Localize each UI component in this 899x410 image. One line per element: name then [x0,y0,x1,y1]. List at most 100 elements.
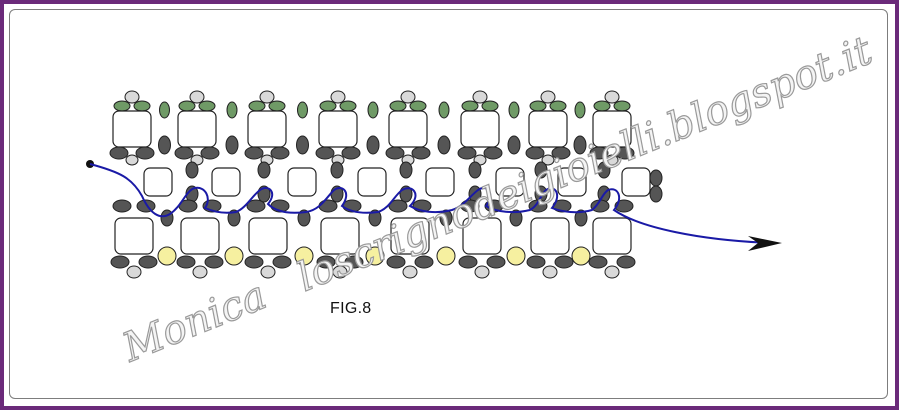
bead-dark [573,135,587,155]
bead-green [409,100,427,112]
bead-light [605,154,619,166]
square-bead [495,167,525,197]
bead-green [226,101,238,119]
bead-dark [574,209,588,227]
bead-dark [526,255,546,269]
bead-dark [399,161,413,179]
bead-green [438,101,450,119]
bead-dark [225,135,239,155]
bead-dark [244,146,264,160]
square-bead [425,167,455,197]
bead-dark [589,146,609,160]
square-bead [462,217,502,255]
square-bead [247,110,287,148]
thread-path-group [86,160,782,251]
bead-dark [385,146,405,160]
bead-dark [414,255,434,269]
bead-light [542,265,558,279]
bead-light [540,90,556,104]
bead-yellow [294,246,314,266]
square-bead [357,167,387,197]
bead-light [541,154,555,166]
bead-dark [244,255,264,269]
bead-light [474,265,490,279]
bead-dark [318,199,338,213]
bead-yellow [365,246,385,266]
square-bead [112,110,152,148]
bead-light [604,90,620,104]
bead-dark [200,146,220,160]
square-bead [528,110,568,148]
bead-light [125,154,139,166]
bead-dark [468,161,482,179]
bead-green [339,100,357,112]
bead-dark [457,146,477,160]
square-bead [180,217,220,255]
bead-dark [204,255,224,269]
bead-yellow [436,246,456,266]
bead-dark [176,255,196,269]
square-bead [287,167,317,197]
bead-green [481,100,499,112]
bead-green [268,100,286,112]
bead-yellow [571,246,591,266]
bead-dark [138,255,158,269]
bead-dark [246,199,266,213]
bead-green [613,100,631,112]
bead-dark [109,146,129,160]
bead-green [529,100,547,112]
bead-dark [614,199,634,213]
bead-dark [315,146,335,160]
bead-yellow [224,246,244,266]
bead-green [297,101,308,119]
square-bead [388,110,428,148]
bead-dark [507,135,521,155]
thread-path [89,163,771,244]
bead-dark [174,146,194,160]
square-bead [592,110,632,148]
bead-dark [344,255,364,269]
square-bead [621,167,651,197]
bead-green [549,100,567,112]
square-bead [390,217,430,255]
bead-dark [411,146,431,160]
bead-light [400,90,416,104]
bead-green [461,100,479,112]
bead-dark [386,255,406,269]
bead-dark [486,255,506,269]
figure-label: FIG.8 [330,300,372,317]
square-bead [211,167,241,197]
bead-green [389,100,407,112]
bead-dark [270,146,290,160]
bead-light [259,90,275,104]
bead-dark [554,255,574,269]
bead-dark [110,255,130,269]
bead-green [159,101,170,119]
bead-green [178,100,196,112]
bead-green [133,100,151,112]
bead-light [604,265,620,279]
bead-dark [483,146,503,160]
square-bead [318,110,358,148]
bead-green [113,100,131,112]
square-bead [557,167,587,197]
bead-dark [185,161,199,179]
bead-green [367,101,379,119]
bead-dark [341,146,361,160]
bead-dark [439,209,453,227]
bead-dark [330,161,344,179]
square-bead [460,110,500,148]
inner-frame [9,9,888,399]
bead-yellow [157,246,177,266]
bead-dark [509,209,523,227]
bead-dark [551,146,571,160]
bead-dark [112,199,132,213]
bead-dark [297,209,311,227]
bead-yellow [506,246,526,266]
bead-dark [272,255,292,269]
bead-dark [588,255,608,269]
bead-dark [316,255,336,269]
bead-green [319,100,337,112]
square-bead [248,217,288,255]
